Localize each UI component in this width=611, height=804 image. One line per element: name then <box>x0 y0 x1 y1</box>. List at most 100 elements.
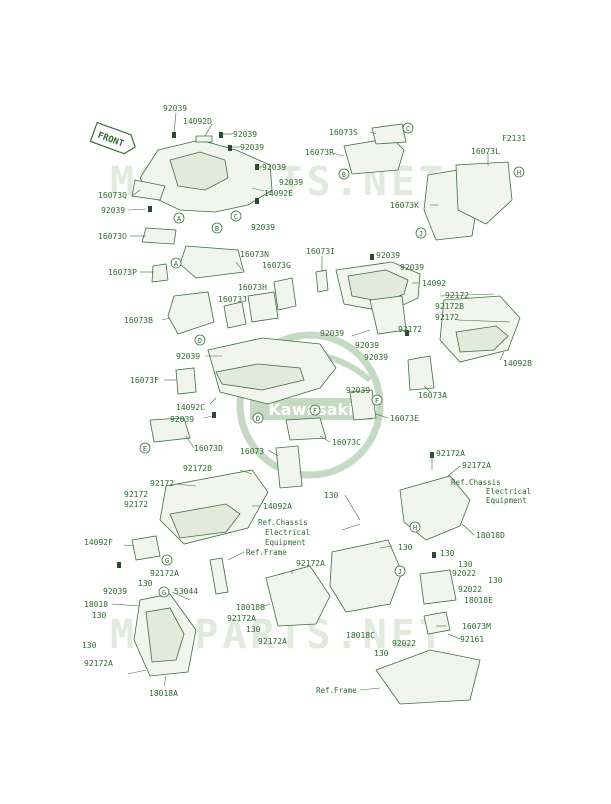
part-label: 92039 <box>262 163 286 172</box>
part-label: 16073E <box>390 414 419 423</box>
part-label: 16073H <box>238 283 267 292</box>
part-label: 92161 <box>460 635 484 644</box>
part-label: 92172A <box>462 461 491 470</box>
callout-letter: B <box>215 225 219 233</box>
pad-16073R <box>343 137 405 175</box>
callout-letter: J <box>398 568 402 576</box>
callout-letter: H <box>517 169 521 177</box>
guard-18018B <box>265 565 331 627</box>
part-label: 14092 <box>422 279 446 288</box>
guard-18018A-inner <box>145 607 185 663</box>
rod-ref-chassis <box>341 523 361 531</box>
clip-icon <box>255 164 259 170</box>
ref-chassis-1-line3: Equipment <box>486 496 527 505</box>
part-label: 92172 <box>124 500 148 509</box>
part-label: 92172 <box>150 479 174 488</box>
part-label: 92039 <box>240 143 264 152</box>
callout-letter: D <box>256 415 260 423</box>
pad-16073G <box>273 277 297 311</box>
part-label: 92039 <box>103 587 127 596</box>
part-label: 92039 <box>400 263 424 272</box>
part-label: 92172A <box>84 659 113 668</box>
part-label: 16073I <box>306 247 335 256</box>
pad-16073Q <box>131 179 166 201</box>
front-cover-inner <box>169 151 229 191</box>
callout-letter: G <box>165 557 169 565</box>
part-label: 92022 <box>392 639 416 648</box>
pad-16073J <box>223 301 247 329</box>
clip-icon <box>405 330 409 336</box>
part-label: 16073P <box>108 268 137 277</box>
part-label: 16073B <box>124 316 153 325</box>
bracket-14092D <box>195 135 213 143</box>
frame-ref-rear <box>375 649 481 705</box>
tray-14092A-grid <box>169 503 241 539</box>
part-label: 92172A <box>436 449 465 458</box>
guard-18018C <box>329 539 403 613</box>
ref-frame-2: Ref.Frame <box>316 686 357 695</box>
part-label: 16073A <box>418 391 447 400</box>
part-label: 92039 <box>355 341 379 350</box>
part-label: 92172 <box>435 313 459 322</box>
callout-letter: A <box>174 260 179 268</box>
part-label: 130 <box>82 641 97 650</box>
part-label: 92039 <box>279 178 303 187</box>
callout-letter: F <box>375 397 379 405</box>
part-label: 130 <box>246 625 261 634</box>
part-label: 92022 <box>458 585 482 594</box>
part-label: 16073D <box>194 444 223 453</box>
part-label: 14092D <box>183 117 212 126</box>
ref-chassis-1-line1: Ref.Chassis <box>451 478 501 487</box>
callout-letter: F <box>313 407 317 415</box>
pad-16073F <box>175 367 197 395</box>
clip-icon <box>255 198 259 204</box>
pad-16073N <box>179 245 245 279</box>
part-label: 53044 <box>174 587 198 596</box>
part-label: 92172B <box>435 302 464 311</box>
part-label: 16073K <box>390 201 419 210</box>
ref-chassis-1-line2: Electrical <box>486 487 531 496</box>
callout-letter: J <box>419 230 423 238</box>
part-label: 130 <box>324 491 339 500</box>
clip-icon <box>432 552 436 558</box>
pad-16073S <box>371 123 407 145</box>
callout-circles: A A B C B C D D E F F G G H H J J <box>139 122 525 598</box>
part-label: 16073O <box>98 232 127 241</box>
part-label: 16073Q <box>98 191 127 200</box>
front-arrow: FRONT <box>89 121 136 155</box>
part-label: 92039 <box>376 251 400 260</box>
pad-16073P <box>151 263 169 283</box>
callout-letter: B <box>342 171 346 179</box>
part-label: 130 <box>488 576 503 585</box>
part-label: 92172 <box>445 291 469 300</box>
part-label: 16073F <box>130 376 159 385</box>
part-label: 92039 <box>233 130 257 139</box>
fasteners <box>117 132 436 568</box>
part-label: 16073N <box>240 250 269 259</box>
bracket-14092F <box>131 535 161 561</box>
callout-letter: D <box>198 337 202 345</box>
pad-16073O <box>141 227 177 245</box>
callout-letter: G <box>162 589 166 597</box>
part-label: 14092A <box>263 502 292 511</box>
part-label: 16073S <box>329 128 358 137</box>
part-label: 130 <box>374 649 389 658</box>
part-label: 14092C <box>176 403 205 412</box>
pad-16073 <box>275 445 303 489</box>
callout-letter: C <box>234 213 238 221</box>
part-label: 130 <box>458 560 473 569</box>
callout-letter: C <box>406 125 410 133</box>
callout-letter: H <box>413 524 417 532</box>
part-label: 16073 <box>240 447 264 456</box>
ref-chassis-2-line3: Equipment <box>265 538 306 547</box>
part-label: 92039 <box>251 223 275 232</box>
part-label: 18018 <box>84 600 108 609</box>
part-label: 92172A <box>227 614 256 623</box>
part-label: 130 <box>440 549 455 558</box>
tray-14092-inner <box>347 269 409 303</box>
pad-16073E <box>349 389 377 421</box>
part-label: 92172 <box>124 490 148 499</box>
part-label: 130 <box>92 611 107 620</box>
part-label: 92172A <box>258 637 287 646</box>
pad-16073B <box>167 291 215 335</box>
